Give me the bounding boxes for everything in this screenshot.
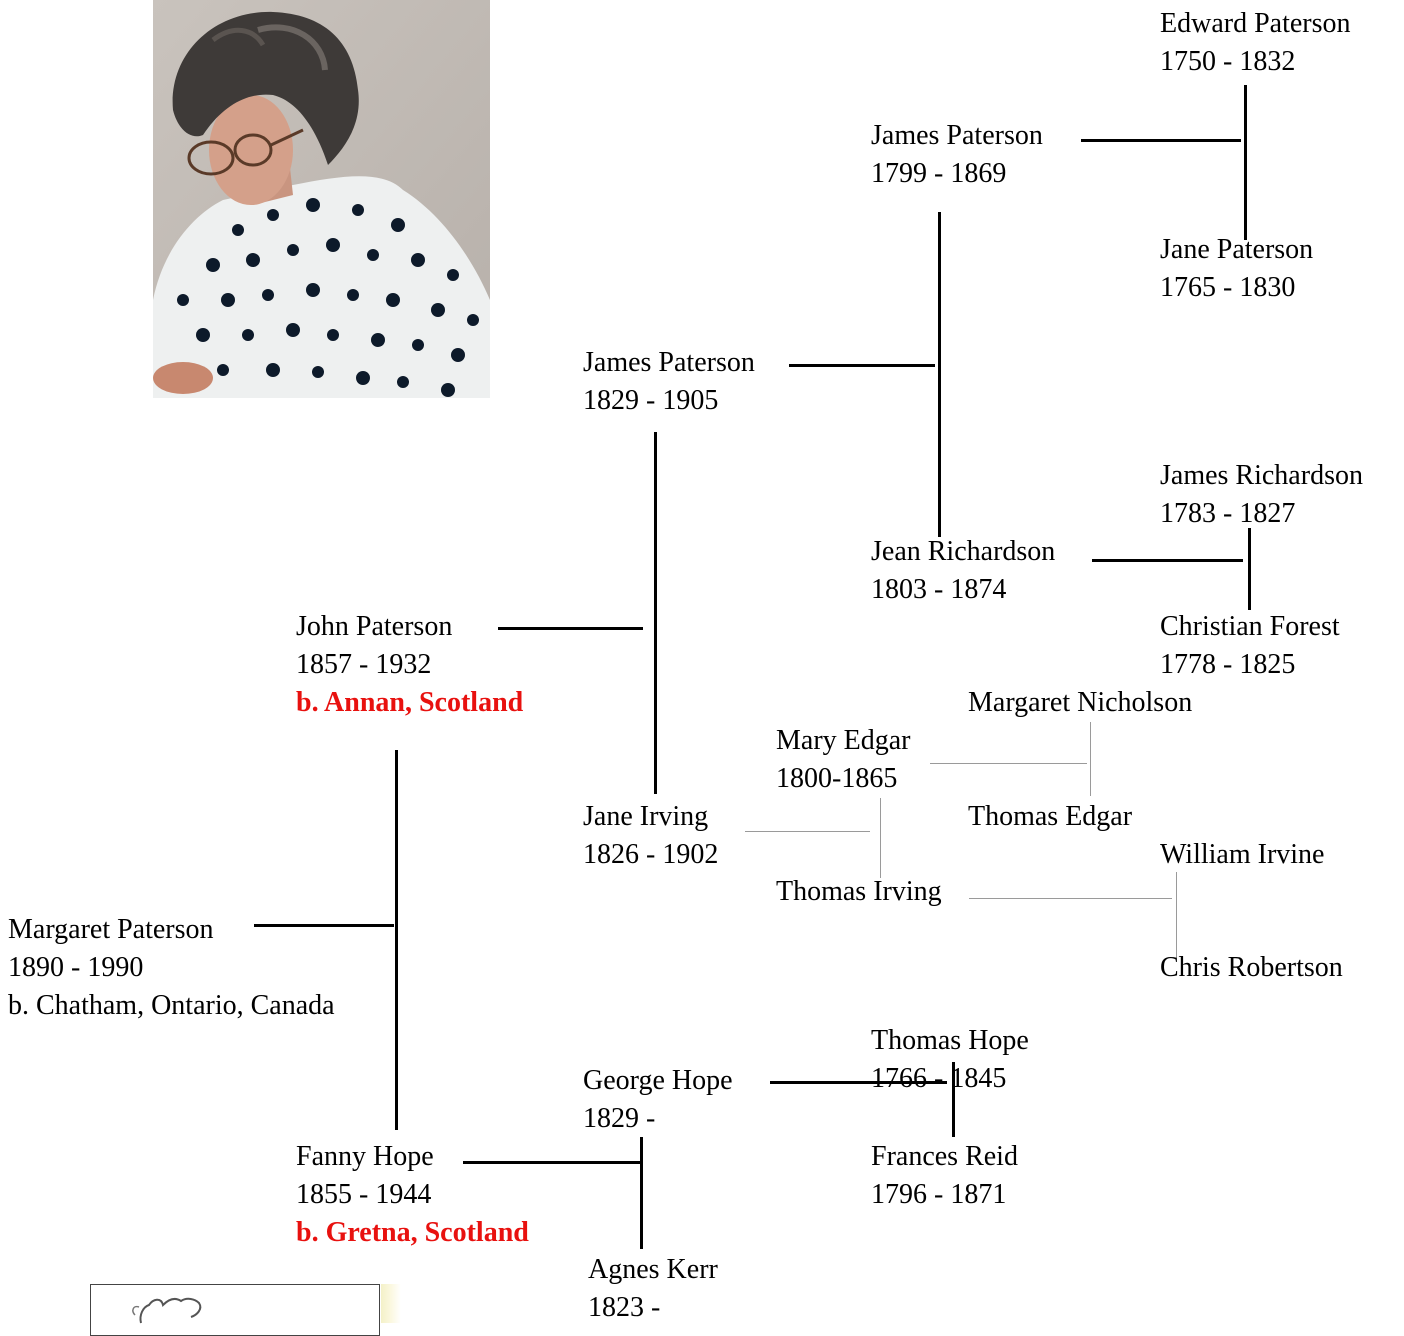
connector-line-thin — [745, 831, 870, 832]
person-william-irvine: William Irvine — [1160, 836, 1325, 874]
connector-line — [640, 1137, 643, 1249]
connector-line — [1081, 139, 1241, 142]
connector-line-thin — [880, 798, 881, 878]
person-name: Jane Irving — [583, 801, 709, 832]
person-name: Thomas Irving — [776, 876, 942, 907]
connector-line — [395, 750, 398, 1130]
person-name: Christian Forest — [1160, 611, 1340, 642]
person-dates: 1783 - 1827 — [1160, 498, 1296, 529]
person-dates: 1829 - — [583, 1103, 656, 1134]
person-dates: 1857 - 1932 — [296, 649, 432, 680]
person-jean-richardson: Jean Richardson 1803 - 1874 — [871, 533, 1055, 609]
person-name: James Paterson — [871, 120, 1043, 151]
person-dates: 1778 - 1825 — [1160, 649, 1296, 680]
person-name: Fanny Hope — [296, 1141, 434, 1172]
person-chris-robertson: Chris Robertson — [1160, 949, 1343, 987]
person-dates: 1796 - 1871 — [871, 1179, 1007, 1210]
person-edward-paterson: Edward Paterson 1750 - 1832 — [1160, 5, 1351, 81]
person-thomas-hope: Thomas Hope 1766 - 1845 — [871, 1022, 1029, 1098]
person-name: Thomas Hope — [871, 1025, 1029, 1056]
person-name: Jane Paterson — [1160, 234, 1314, 265]
person-name: Jean Richardson — [871, 536, 1056, 567]
person-agnes-kerr: Agnes Kerr 1823 - — [588, 1251, 718, 1327]
connector-line — [463, 1161, 640, 1164]
person-frances-reid: Frances Reid 1796 - 1871 — [871, 1138, 1018, 1214]
person-dates: 1890 - 1990 — [8, 952, 144, 983]
person-george-hope: George Hope 1829 - — [583, 1062, 733, 1138]
person-name: Margaret Paterson — [8, 914, 214, 945]
person-thomas-irving: Thomas Irving — [776, 873, 942, 911]
connector-line-thin — [1090, 722, 1091, 796]
connector-line — [1092, 559, 1243, 562]
connector-line — [254, 924, 394, 927]
person-name: John Paterson — [296, 611, 453, 642]
person-thomas-edgar: Thomas Edgar — [968, 798, 1132, 836]
connector-line-thin — [969, 898, 1172, 899]
person-dates: 1800-1865 — [776, 763, 898, 794]
person-dates: 1855 - 1944 — [296, 1179, 432, 1210]
person-dates: 1799 - 1869 — [871, 158, 1007, 189]
person-mary-edgar: Mary Edgar 1800-1865 — [776, 722, 911, 798]
connector-line — [654, 432, 657, 794]
connector-line-thin — [930, 763, 1087, 764]
person-dates: 1823 - — [588, 1292, 661, 1323]
connector-line — [1244, 85, 1247, 240]
person-margaret-nicholson: Margaret Nicholson — [968, 684, 1192, 722]
person-james-richardson: James Richardson 1783 - 1827 — [1160, 457, 1363, 533]
connector-line — [498, 627, 643, 630]
person-birthplace: b. Chatham, Ontario, Canada — [8, 990, 335, 1021]
person-dates: 1829 - 1905 — [583, 385, 719, 416]
portrait-photo — [153, 0, 490, 398]
person-james-paterson-1829: James Paterson 1829 - 1905 — [583, 344, 755, 420]
person-name: Thomas Edgar — [968, 801, 1133, 832]
person-name: George Hope — [583, 1065, 733, 1096]
connector-line — [789, 364, 935, 367]
person-john-paterson: John Paterson 1857 - 1932 b. Annan, Scot… — [296, 608, 523, 722]
person-birthplace: b. Gretna, Scotland — [296, 1217, 529, 1248]
connector-line — [952, 1062, 955, 1137]
person-name: Margaret Nicholson — [968, 687, 1193, 718]
connector-line — [938, 212, 941, 537]
person-dates: 1750 - 1832 — [1160, 46, 1296, 77]
connector-line — [770, 1081, 947, 1084]
person-jane-irving: Jane Irving 1826 - 1902 — [583, 798, 718, 874]
person-dates: 1765 - 1830 — [1160, 272, 1296, 303]
person-jane-paterson: Jane Paterson 1765 - 1830 — [1160, 231, 1313, 307]
person-dates: 1803 - 1874 — [871, 574, 1007, 605]
person-name: William Irvine — [1160, 839, 1325, 870]
person-name: James Richardson — [1160, 460, 1363, 491]
connector-line — [1248, 528, 1251, 610]
person-james-paterson-1799: James Paterson 1799 - 1869 — [871, 117, 1043, 193]
connector-line-thin — [1176, 872, 1177, 962]
person-name: Agnes Kerr — [588, 1254, 718, 1285]
person-margaret-paterson: Margaret Paterson 1890 - 1990 b. Chatham… — [8, 911, 335, 1025]
person-name: James Paterson — [583, 347, 755, 378]
person-name: Chris Robertson — [1160, 952, 1343, 983]
person-name: Mary Edgar — [776, 725, 911, 756]
map-thumbnail — [90, 1284, 380, 1336]
map-edge-glow — [381, 1284, 401, 1323]
person-christian-forest: Christian Forest 1778 - 1825 — [1160, 608, 1340, 684]
person-birthplace: b. Annan, Scotland — [296, 687, 524, 718]
person-name: Frances Reid — [871, 1141, 1018, 1172]
person-fanny-hope: Fanny Hope 1855 - 1944 b. Gretna, Scotla… — [296, 1138, 529, 1252]
person-dates: 1826 - 1902 — [583, 839, 719, 870]
person-name: Edward Paterson — [1160, 8, 1351, 39]
person-dates: 1766 - 1845 — [871, 1063, 1007, 1094]
